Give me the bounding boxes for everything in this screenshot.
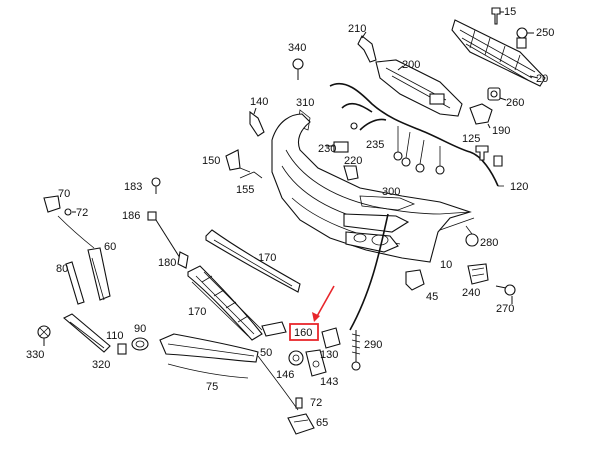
label-183: 183 bbox=[124, 181, 142, 193]
bracket-part-190 bbox=[469, 103, 493, 129]
label-300: 300 bbox=[382, 186, 400, 198]
trim-strip-part-80 bbox=[65, 261, 85, 305]
bracket-part-155 bbox=[239, 171, 263, 179]
label-75: 75 bbox=[206, 381, 218, 393]
lower-spoiler-part-50 bbox=[159, 333, 259, 363]
label-330: 330 bbox=[26, 349, 44, 361]
trim-strip-part-320 bbox=[63, 313, 111, 353]
label-125: 125 bbox=[462, 133, 480, 145]
label-235: 235 bbox=[366, 139, 384, 151]
label-240: 240 bbox=[462, 287, 480, 299]
bumper-cover-part-10 bbox=[271, 113, 475, 263]
highlight-arrow bbox=[312, 285, 335, 322]
bracket-part-210 bbox=[357, 31, 377, 63]
clip-part-90 bbox=[131, 337, 149, 351]
label-310: 310 bbox=[296, 97, 314, 109]
highlight-box bbox=[289, 323, 319, 341]
label-170-lower: 170 bbox=[188, 306, 206, 318]
clip-part-260 bbox=[487, 87, 507, 101]
clip-part-220 bbox=[343, 165, 359, 181]
trim-strip-part-75 bbox=[167, 363, 249, 379]
label-10: 10 bbox=[440, 259, 452, 271]
clip-part-180 bbox=[177, 251, 189, 269]
label-45: 45 bbox=[426, 291, 438, 303]
bracket-part-70 bbox=[43, 195, 76, 216]
label-70: 70 bbox=[58, 188, 70, 200]
label-90: 90 bbox=[134, 323, 146, 335]
label-65: 65 bbox=[316, 417, 328, 429]
label-210: 210 bbox=[348, 23, 366, 35]
label-15: 15 bbox=[504, 6, 516, 18]
sensor-part-146 bbox=[288, 350, 304, 366]
label-290: 290 bbox=[364, 339, 382, 351]
nut-part-250 bbox=[516, 27, 534, 49]
label-320: 320 bbox=[92, 359, 110, 371]
sensor-cable bbox=[349, 213, 389, 331]
label-143: 143 bbox=[320, 376, 338, 388]
label-140: 140 bbox=[250, 96, 268, 108]
screw-part-183 bbox=[151, 177, 161, 194]
grille-frame-part-20 bbox=[451, 19, 546, 87]
clip-part-230 bbox=[326, 141, 349, 153]
label-160: 160 bbox=[294, 327, 312, 339]
lower-grille-part-170 bbox=[187, 265, 263, 341]
bumper-reinforcement-part-200 bbox=[375, 59, 463, 117]
clip-part-280 bbox=[465, 225, 479, 247]
bolt-part-340 bbox=[292, 58, 304, 80]
block-part-45 bbox=[405, 269, 425, 291]
label-150: 150 bbox=[202, 155, 220, 167]
label-220: 220 bbox=[344, 155, 362, 167]
label-72-upper: 72 bbox=[76, 207, 88, 219]
label-146: 146 bbox=[276, 369, 294, 381]
label-155: 155 bbox=[236, 184, 254, 196]
label-180: 180 bbox=[158, 257, 176, 269]
label-200: 200 bbox=[402, 59, 420, 71]
clip-part-125 bbox=[475, 145, 503, 167]
bracket-part-143 bbox=[305, 349, 327, 377]
label-250: 250 bbox=[536, 27, 554, 39]
label-230: 230 bbox=[318, 143, 336, 155]
bolt-part-290 bbox=[351, 330, 361, 371]
sensor-part-65 bbox=[287, 413, 315, 435]
label-60: 60 bbox=[104, 241, 116, 253]
bolt-part-270 bbox=[495, 284, 516, 304]
trim-strip-part-170-upper bbox=[205, 229, 301, 293]
label-280: 280 bbox=[480, 237, 498, 249]
clip-part-110 bbox=[117, 343, 127, 355]
bracket-part-240 bbox=[467, 263, 489, 285]
clip-part-186 bbox=[147, 211, 181, 259]
clip-part-72-lower bbox=[295, 397, 303, 409]
label-340: 340 bbox=[288, 42, 306, 54]
label-72-lower: 72 bbox=[310, 397, 322, 409]
label-80: 80 bbox=[56, 263, 68, 275]
bolt-part-15 bbox=[491, 7, 504, 25]
label-170-upper: 170 bbox=[258, 252, 276, 264]
label-120: 120 bbox=[510, 181, 528, 193]
label-190: 190 bbox=[492, 125, 510, 137]
bolt-part-330 bbox=[37, 325, 51, 346]
label-130: 130 bbox=[320, 349, 338, 361]
cap-part-140 bbox=[249, 107, 265, 137]
label-270: 270 bbox=[496, 303, 514, 315]
cover-part-160 bbox=[261, 321, 287, 337]
label-186: 186 bbox=[122, 210, 140, 222]
cable-to-part-65 bbox=[257, 355, 299, 411]
cover-part-130 bbox=[321, 327, 341, 349]
bracket-part-150 bbox=[225, 149, 251, 173]
label-50: 50 bbox=[260, 347, 272, 359]
label-260: 260 bbox=[506, 97, 524, 109]
trim-strip-part-60 bbox=[57, 215, 111, 301]
label-20: 20 bbox=[536, 73, 548, 85]
label-110: 110 bbox=[106, 330, 124, 342]
